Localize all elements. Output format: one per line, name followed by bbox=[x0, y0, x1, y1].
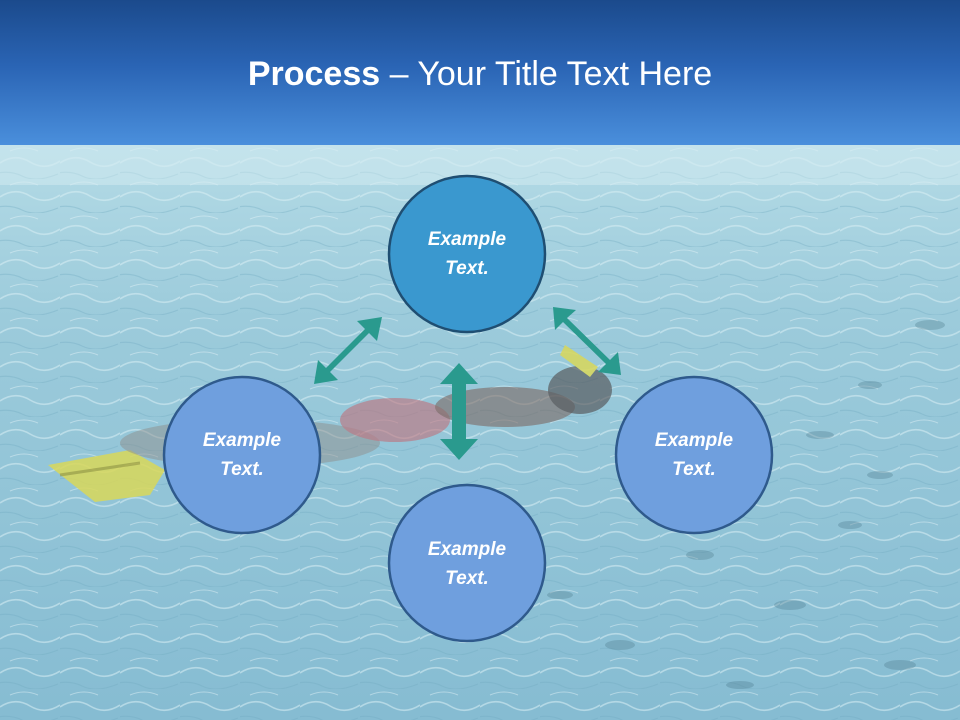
title-bold-text: Process bbox=[247, 55, 381, 93]
node-bottom-line1: Example bbox=[427, 539, 507, 560]
node-bottom-line2: Text. bbox=[445, 568, 489, 589]
fish-shadows bbox=[547, 320, 945, 689]
node-left-label: Example Text. bbox=[167, 426, 317, 484]
title-regular-text: – Your Title Text Here bbox=[380, 55, 713, 93]
node-bottom-label: Example Text. bbox=[392, 535, 542, 593]
node-right-line2: Text. bbox=[672, 459, 716, 480]
node-top-line2: Text. bbox=[445, 258, 489, 279]
title-bar: Process – Your Title Text Here bbox=[0, 0, 960, 145]
node-left-line1: Example bbox=[202, 430, 282, 451]
node-right-line1: Example bbox=[654, 430, 734, 451]
node-left bbox=[162, 375, 322, 535]
node-top bbox=[387, 174, 547, 334]
arrow-top-to-right bbox=[553, 307, 621, 375]
node-top-label: Example Text. bbox=[392, 225, 542, 283]
node-right bbox=[614, 375, 774, 535]
arrow-top-to-bottom bbox=[440, 363, 478, 460]
node-bottom bbox=[387, 483, 547, 643]
node-left-line2: Text. bbox=[220, 459, 264, 480]
arrow-top-to-left-shape bbox=[314, 317, 382, 384]
slide-title: Process – Your Title Text Here bbox=[0, 52, 960, 96]
node-top-line1: Example bbox=[427, 229, 507, 250]
node-right-label: Example Text. bbox=[619, 426, 769, 484]
